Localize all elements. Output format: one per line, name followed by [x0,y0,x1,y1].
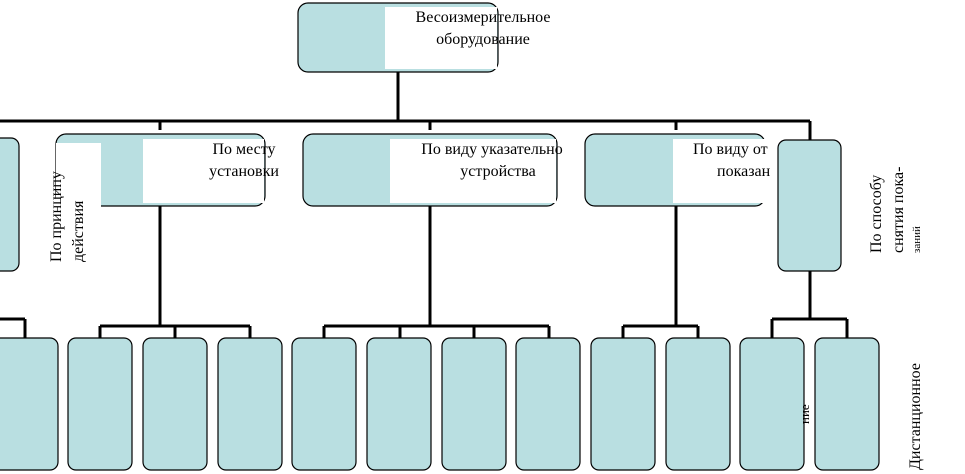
leaf-box [515,337,581,471]
indicator-line1: По виду указательно [421,141,563,158]
leaf-box [739,337,805,471]
category-label-placement: По месту установки [198,139,290,183]
reading-line3: заний [911,226,923,253]
leaf-box [291,337,357,471]
leaf-label-partial: ние [797,404,812,424]
indicator-text-mask [390,139,556,203]
principle-line2: действия [70,200,87,262]
display-line2: показан [717,163,771,180]
placement-text-mask [143,139,264,203]
leaf-box [441,337,507,471]
leaf-box [142,337,208,471]
leaf-box [665,337,731,471]
root-label-line2: оборудование [436,31,530,48]
category-label-display: По виду от показан [693,139,777,183]
principle-text-mask [56,143,101,264]
display-line1: По виду от [693,141,768,158]
leaf-box [0,337,59,471]
category-label-reading: По способу снятия пока- заний [866,167,924,253]
leaf-box [67,337,133,471]
reading-line1: По способу [868,174,885,253]
leaf-box [590,337,656,471]
category-box-principle [0,137,20,272]
category-box-reading [777,139,842,272]
principle-line1: По принципу [48,171,65,262]
placement-line2: установки [209,163,279,180]
category-label-principle: По принципу действия [46,171,90,262]
connector-lines [0,72,849,338]
leaf-box [366,337,432,471]
reading-line2: снятия пока- [890,166,907,253]
leaf-label-remote: Дистанционное [907,363,924,470]
display-text-mask [673,139,777,203]
leaf-box [814,337,880,471]
indicator-line2: устройства [460,163,536,180]
root-label: Весоизмерительное оборудование [397,7,569,51]
leaf-box [217,337,283,471]
category-label-indicator: По виду указательно устройства [412,139,584,183]
root-text-mask [385,7,497,69]
root-label-line1: Весоизмерительное [415,9,551,26]
placement-line1: По месту [212,141,276,158]
